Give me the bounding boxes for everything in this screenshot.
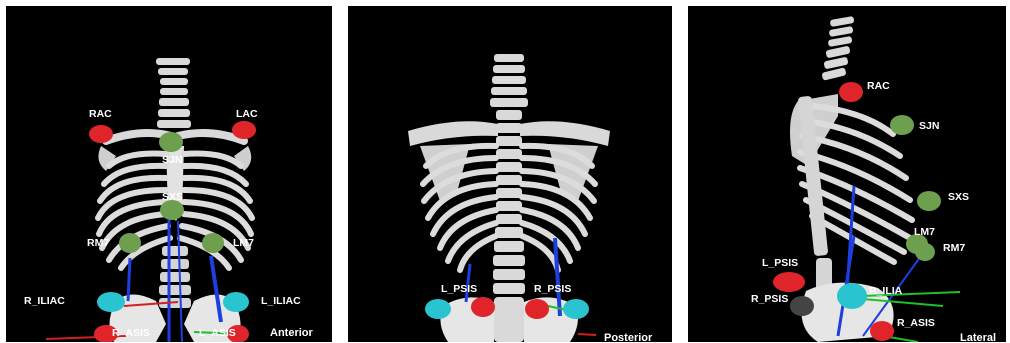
posterior-skeleton-illustration [348, 6, 672, 342]
marker-sjn [159, 132, 183, 152]
marker-r-asis [870, 321, 894, 341]
view-label: Anterior [270, 327, 313, 339]
marker-label: R_PSIS [751, 294, 788, 305]
lateral-skeleton-illustration [688, 6, 1006, 342]
marker-label: R_ASIS [112, 328, 150, 339]
marker-label: SXS [948, 192, 969, 203]
marker-label: L_PSIS [762, 258, 798, 269]
marker-rm7 [915, 243, 935, 261]
marker-label: LM7 [914, 227, 935, 238]
marker-l-iliac [223, 292, 249, 312]
marker-lac [232, 121, 256, 139]
marker-r-psis [525, 299, 549, 319]
posterior-panel: L_PSIS R_PSIS Posterior [348, 6, 672, 342]
marker-label: SXS [162, 192, 183, 203]
marker-label: RAC [867, 81, 890, 92]
marker-left-cyan [425, 299, 451, 319]
marker-label: L_PSIS [441, 284, 477, 295]
marker-l-psis [773, 272, 805, 292]
marker-label: R_ILIA [869, 286, 902, 297]
marker-sxs [917, 191, 941, 211]
marker-label: SJN [919, 121, 939, 132]
marker-label: RAC [89, 109, 112, 120]
marker-right-cyan [563, 299, 589, 319]
marker-label: RM7 [87, 238, 109, 249]
anterior-panel: RAC LAC SJN SXS RM7 LM7 R_ILIAC L_ILIAC … [6, 6, 332, 342]
marker-r-psis [790, 296, 814, 316]
marker-rm7 [119, 233, 141, 253]
view-label: Posterior [604, 332, 652, 342]
marker-r-ilia [837, 283, 867, 309]
marker-sxs [160, 200, 184, 220]
marker-label: RM7 [943, 243, 965, 254]
marker-label: L_ILIAC [261, 296, 301, 307]
marker-label: LAC [236, 109, 258, 120]
marker-lm7 [202, 233, 224, 253]
lateral-panel: RAC SJN SXS LM7 RM7 L_PSIS R_PSIS R_ILIA… [688, 6, 1006, 342]
marker-label: R_ASIS [897, 318, 935, 329]
marker-label: LM7 [233, 238, 254, 249]
view-label: Lateral [960, 332, 996, 342]
marker-rac [839, 82, 863, 102]
marker-label: R_PSIS [534, 284, 571, 295]
marker-label: SJN [162, 155, 182, 166]
marker-label: L_ASIS [199, 328, 236, 339]
marker-r-iliac [97, 292, 125, 312]
marker-label: R_ILIAC [24, 296, 65, 307]
marker-l-psis [471, 297, 495, 317]
marker-sjn [890, 115, 914, 135]
marker-rac [89, 125, 113, 143]
anterior-skeleton-illustration [6, 6, 332, 342]
